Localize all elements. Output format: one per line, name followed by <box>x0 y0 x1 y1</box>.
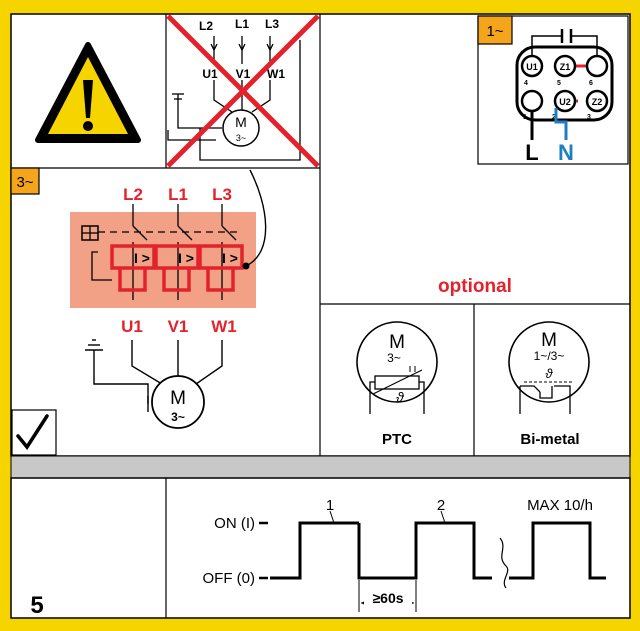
time-break-icon <box>499 537 509 589</box>
terminal-z2 <box>585 89 609 113</box>
three-phase-motor-phase: 3~ <box>171 410 185 424</box>
off-label: OFF (0) <box>203 570 256 587</box>
three-phase-line-label-1: L2 <box>123 185 143 204</box>
max-label: MAX 10/h <box>527 497 593 514</box>
terminal-num-5: 5 <box>557 80 561 87</box>
crossed-motor-circle <box>222 109 260 147</box>
relay-symbol-3: I > <box>222 250 238 266</box>
terminal-z1 <box>553 54 577 78</box>
crossed-terminal-3: W1 <box>267 67 285 81</box>
line-n-label: N <box>558 140 574 165</box>
relay-symbol-2: I > <box>178 250 194 266</box>
three-phase-line-label-3: L3 <box>212 185 232 204</box>
crossed-terminal-2: V1 <box>236 67 251 81</box>
capacitor-icon <box>531 29 598 58</box>
bimetal-motor-phase: 1~/3~ <box>534 349 565 363</box>
three-phase-terminal-2: V1 <box>168 317 189 336</box>
terminal-label-u1: U1 <box>526 62 538 72</box>
crossed-wiring-diagram: L2 L1 L3 U1 V1 W1 M 3~ <box>166 14 320 168</box>
step-number: 5 <box>30 592 43 619</box>
single-phase-terminal-board: 1~ U1 Z1 U2 Z2 4 5 6 1 2 3 L N <box>477 15 629 165</box>
crossed-terminal-1: U1 <box>202 67 218 81</box>
terminal-u1 <box>520 54 544 78</box>
warning-icon <box>35 42 141 143</box>
bottom-panel <box>10 477 631 619</box>
crossed-line-label-1: L2 <box>199 19 213 33</box>
line-l-label: L <box>525 140 538 165</box>
single-phase-badge <box>477 15 513 45</box>
on-label: ON (I) <box>214 515 255 532</box>
bimetal-switch-icon: ϑ <box>519 366 574 414</box>
three-phase-line-label-2: L1 <box>168 185 188 204</box>
interval-label: ≥60s <box>372 590 403 606</box>
separator-band <box>10 455 631 479</box>
crossed-line-label-3: L3 <box>265 17 279 31</box>
terminal-u2 <box>553 89 577 113</box>
three-phase-terminal-1: U1 <box>121 317 143 336</box>
three-phase-motor-letter: M <box>170 388 186 409</box>
timing-waveform <box>270 521 492 580</box>
bimetal-label: Bi-metal <box>520 431 579 448</box>
thermistor-icon: ϑ <box>369 366 425 414</box>
terminal-top-right <box>585 54 609 78</box>
bimetal-protection: M 1~/3~ ϑ Bi-metal <box>508 321 590 448</box>
pulse-label-2: 2 <box>437 497 445 514</box>
three-phase-badge <box>10 167 40 195</box>
svg-text:ϑ: ϑ <box>545 366 553 381</box>
ptc-motor-letter: M <box>389 332 405 353</box>
bimetal-motor-letter: M <box>541 330 557 351</box>
three-phase-badge-label: 3~ <box>16 174 33 191</box>
relay-symbol-1: I > <box>134 250 150 266</box>
manual-reset-icon <box>81 225 99 241</box>
terminal-label-z1: Z1 <box>560 62 571 72</box>
ptc-motor-phase: 3~ <box>387 351 401 365</box>
svg-text:ϑ: ϑ <box>396 389 405 405</box>
timing-waveform-max <box>509 521 606 580</box>
optional-label: optional <box>438 276 512 297</box>
three-phase-terminal-3: W1 <box>211 317 237 336</box>
terminal-label-z2: Z2 <box>592 97 603 107</box>
overload-relay-block <box>70 212 256 308</box>
crossed-motor-phase: 3~ <box>236 133 246 143</box>
terminal-num-3: 3 <box>587 114 591 121</box>
crossed-line-label-2: L1 <box>235 17 249 31</box>
terminal-bottom-left <box>520 89 544 113</box>
terminal-num-1: 1 <box>523 114 527 121</box>
terminal-num-6: 6 <box>589 80 593 87</box>
ptc-protection: M 3~ ϑ PTC <box>356 321 438 448</box>
switching-timing-diagram: ON (I) OFF (0) 1 2 MAX 10/h ≥60s <box>203 497 606 612</box>
three-phase-wiring-diagram: 3~ L2 L1 L3 <box>10 167 267 456</box>
three-phase-motor-circle <box>151 375 205 429</box>
terminal-label-u2: U2 <box>559 97 571 107</box>
terminal-num-4: 4 <box>524 80 528 87</box>
ptc-label: PTC <box>382 431 412 448</box>
crossed-motor-letter: M <box>235 114 247 130</box>
cross-out-icon <box>166 14 320 168</box>
pulse-label-1: 1 <box>326 497 334 514</box>
checkmark-icon <box>16 414 49 450</box>
terminal-num-2: 2 <box>552 114 556 121</box>
single-phase-badge-label: 1~ <box>486 23 503 40</box>
